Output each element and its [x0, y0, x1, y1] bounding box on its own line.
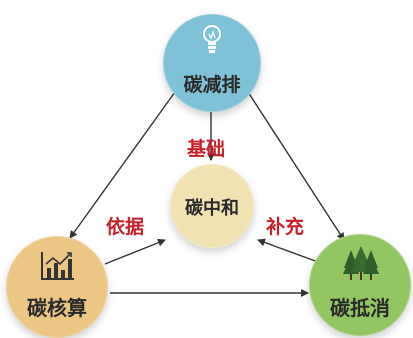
node-label-carbon-reduction: 碳减排 [183, 74, 241, 96]
arrow-top-to-left [69, 91, 176, 239]
edge-label-foundation: 基础 [187, 138, 226, 160]
arrow-right-to-center [257, 238, 319, 263]
bar-chart-icon [40, 250, 76, 282]
node-carbon-neutrality: 碳中和 [170, 164, 254, 248]
arrow-top-to-right [247, 91, 345, 241]
node-label-carbon-neutrality: 碳中和 [185, 198, 239, 219]
edge-label-supplement: 补充 [266, 216, 305, 238]
node-carbon-accounting: 碳核算 [6, 236, 108, 338]
node-carbon-offset: 碳抵消 [309, 234, 411, 336]
edge-label-basis: 依据 [106, 216, 145, 238]
node-label-carbon-accounting: 碳核算 [27, 296, 87, 320]
pine-trees-icon [341, 246, 381, 282]
node-label-carbon-offset: 碳抵消 [330, 296, 390, 320]
lightbulb-icon [201, 24, 223, 56]
arrow-left-to-center [104, 238, 166, 265]
node-carbon-reduction: 碳减排 [163, 14, 261, 112]
